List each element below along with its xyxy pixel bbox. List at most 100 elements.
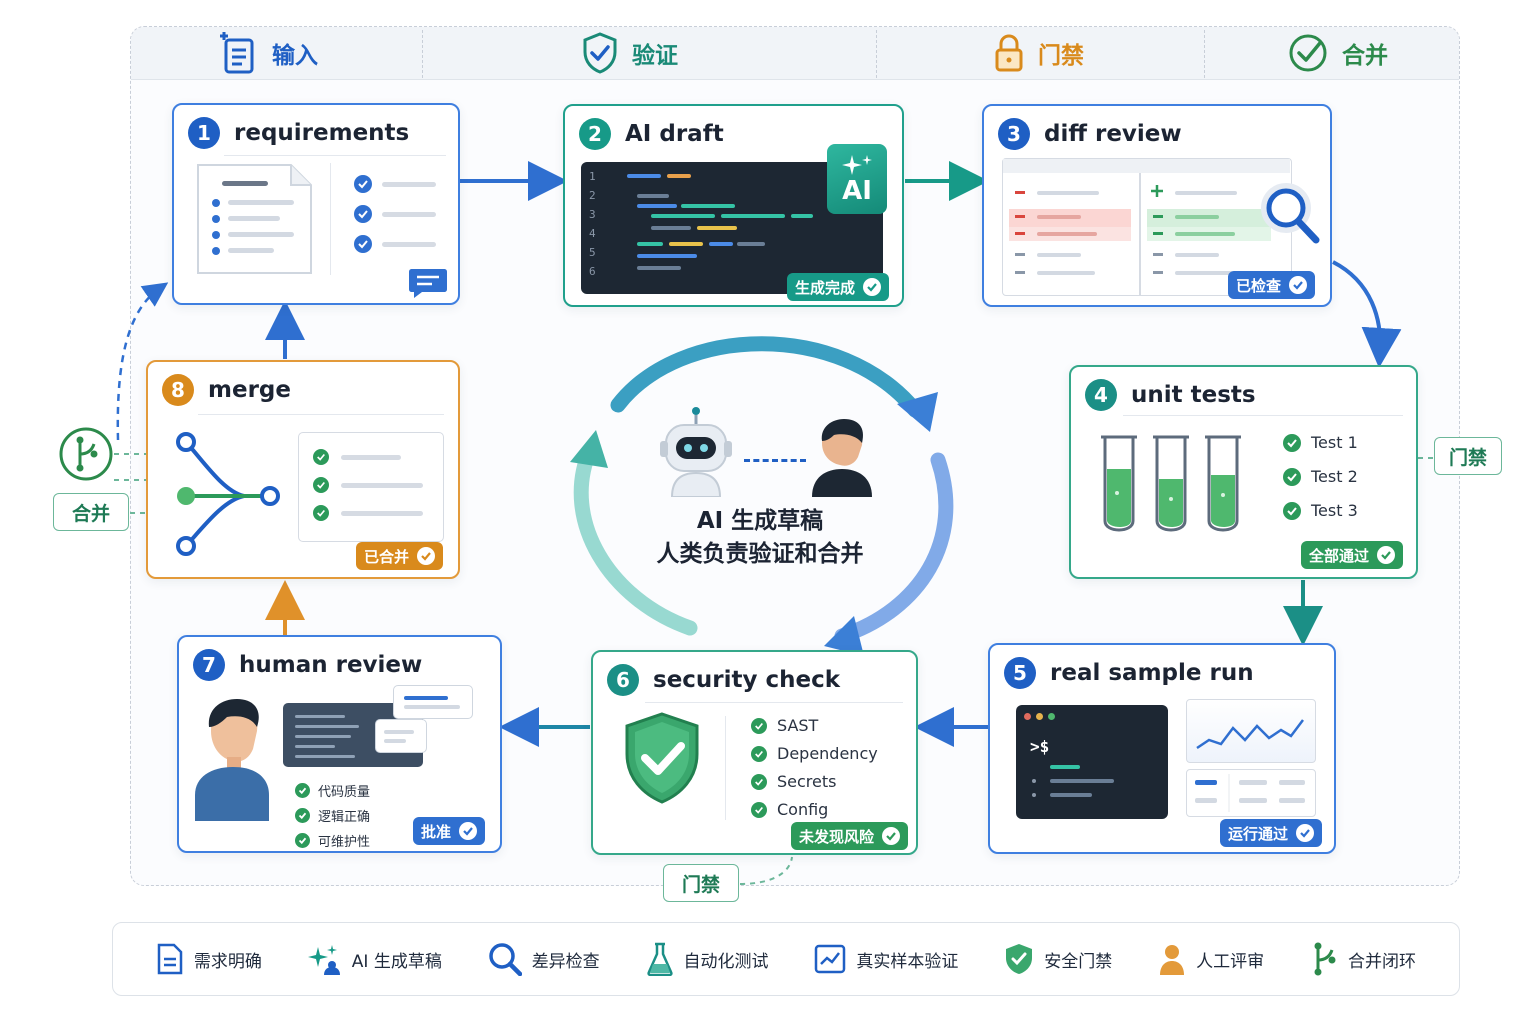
check-icon	[313, 477, 329, 493]
legend-item: 差异检查	[488, 942, 600, 976]
badge-text: 已检查	[1236, 276, 1282, 295]
test-list: Test 1 Test 2 Test 3	[1283, 433, 1358, 520]
legend-item: 真实样本验证	[814, 944, 958, 974]
status-badge: 运行通过	[1220, 819, 1323, 847]
terminal-prompt: >$	[1030, 737, 1050, 756]
legend-label: 差异检查	[531, 951, 600, 972]
legend-label: 真实样本验证	[856, 951, 959, 972]
step-title: human review	[239, 652, 423, 678]
link-dash	[744, 459, 806, 462]
check-icon	[863, 278, 882, 296]
check-icon	[354, 175, 372, 193]
input-list-icon	[220, 32, 254, 74]
step-title: unit tests	[1131, 382, 1256, 408]
review-checklist: 代码质量 逻辑正确 可维护性	[295, 781, 370, 850]
merge-loop-icon	[59, 427, 113, 481]
ai-label: AI	[842, 176, 872, 206]
gate-tag-bottom: 门禁	[663, 864, 739, 902]
sparkle-icon	[842, 155, 872, 175]
center-caption: AI 生成草稿 人类负责验证和合并	[600, 505, 920, 571]
step-number: 5	[1004, 657, 1036, 689]
legend-item: 安全门禁	[1004, 942, 1112, 976]
check-icon	[751, 801, 767, 818]
step-number: 1	[188, 117, 220, 149]
document-illustration	[197, 164, 312, 274]
test-tubes-icon	[1101, 435, 1241, 532]
status-badge: 批准	[413, 817, 486, 845]
check-label: Secrets	[777, 772, 837, 791]
line-number: 2	[589, 189, 596, 202]
phase-gate: 门禁	[994, 30, 1084, 76]
phase-divider	[422, 30, 423, 78]
ai-badge: AI	[827, 144, 887, 214]
person-icon	[1160, 945, 1185, 975]
check-icon	[295, 783, 310, 798]
step-number: 2	[579, 118, 611, 150]
phase-label: 验证	[632, 43, 678, 69]
check-icon	[295, 808, 310, 823]
line-numbers: 1 2 3 4 5 6	[589, 170, 596, 278]
legend-item: AI 生成草稿	[307, 943, 442, 975]
merge-branch-icon	[1314, 942, 1336, 976]
check-icon	[417, 547, 436, 565]
legend-label: 自动化测试	[683, 951, 769, 972]
step-title: security check	[653, 667, 841, 693]
check-label: Dependency	[777, 744, 878, 763]
step-title: diff review	[1044, 121, 1182, 147]
check-label: Config	[777, 800, 829, 819]
phase-label: 输入	[272, 43, 318, 69]
status-badge: 全部通过	[1301, 541, 1404, 569]
check-icon	[354, 205, 372, 223]
check-icon	[1289, 276, 1308, 294]
phase-divider	[1204, 30, 1205, 78]
legend-item: 自动化测试	[646, 942, 769, 976]
ai-human-illustration	[650, 405, 890, 505]
phase-label: 门禁	[1038, 43, 1084, 69]
check-label: SAST	[777, 716, 819, 735]
badge-text: 全部通过	[1309, 546, 1370, 565]
line-number: 6	[589, 265, 596, 278]
terminal-window: >$	[1016, 705, 1168, 819]
check-icon	[1283, 501, 1301, 520]
legend-label: 人工评审	[1196, 951, 1265, 972]
check-icon	[751, 745, 767, 762]
test-label: Test 1	[1311, 433, 1358, 452]
badge-text: 运行通过	[1228, 824, 1289, 843]
check-icon	[1377, 546, 1396, 564]
legend-bar: 需求明确 AI 生成草稿 差异检查 自动化测试 真实样本验证 安全门禁 人工评审…	[112, 922, 1460, 996]
legend-label: 需求明确	[193, 951, 262, 972]
status-badge: 未发现风险	[791, 822, 909, 850]
step-number: 8	[162, 374, 194, 406]
line-chart-icon	[815, 944, 846, 974]
line-number: 1	[589, 170, 596, 183]
check-label: 可维护性	[318, 835, 371, 850]
step-card-security-check[interactable]: 6 security check SAST Dependency Secrets …	[591, 650, 918, 855]
check-icon	[295, 833, 310, 848]
phase-bar	[131, 27, 1459, 80]
check-icon	[1296, 824, 1315, 842]
line-chart-panel	[1186, 699, 1316, 763]
step-number: 6	[607, 664, 639, 696]
code-lines	[627, 174, 813, 270]
shield-check-icon	[625, 712, 699, 804]
comment-bubble	[375, 719, 427, 753]
security-checklist: SAST Dependency Secrets Config	[751, 716, 878, 819]
check-icon	[882, 827, 901, 845]
phase-verify: 验证	[582, 30, 678, 76]
magnifier-icon	[1261, 183, 1320, 244]
test-label: Test 2	[1311, 467, 1358, 486]
check-icon	[313, 505, 329, 521]
sparkle-ai-icon	[307, 945, 340, 975]
check-label: 代码质量	[318, 785, 371, 800]
merge-branch-illustration	[176, 432, 280, 556]
test-label: Test 3	[1311, 501, 1358, 520]
center-line2: 人类负责验证和合并	[656, 541, 864, 567]
